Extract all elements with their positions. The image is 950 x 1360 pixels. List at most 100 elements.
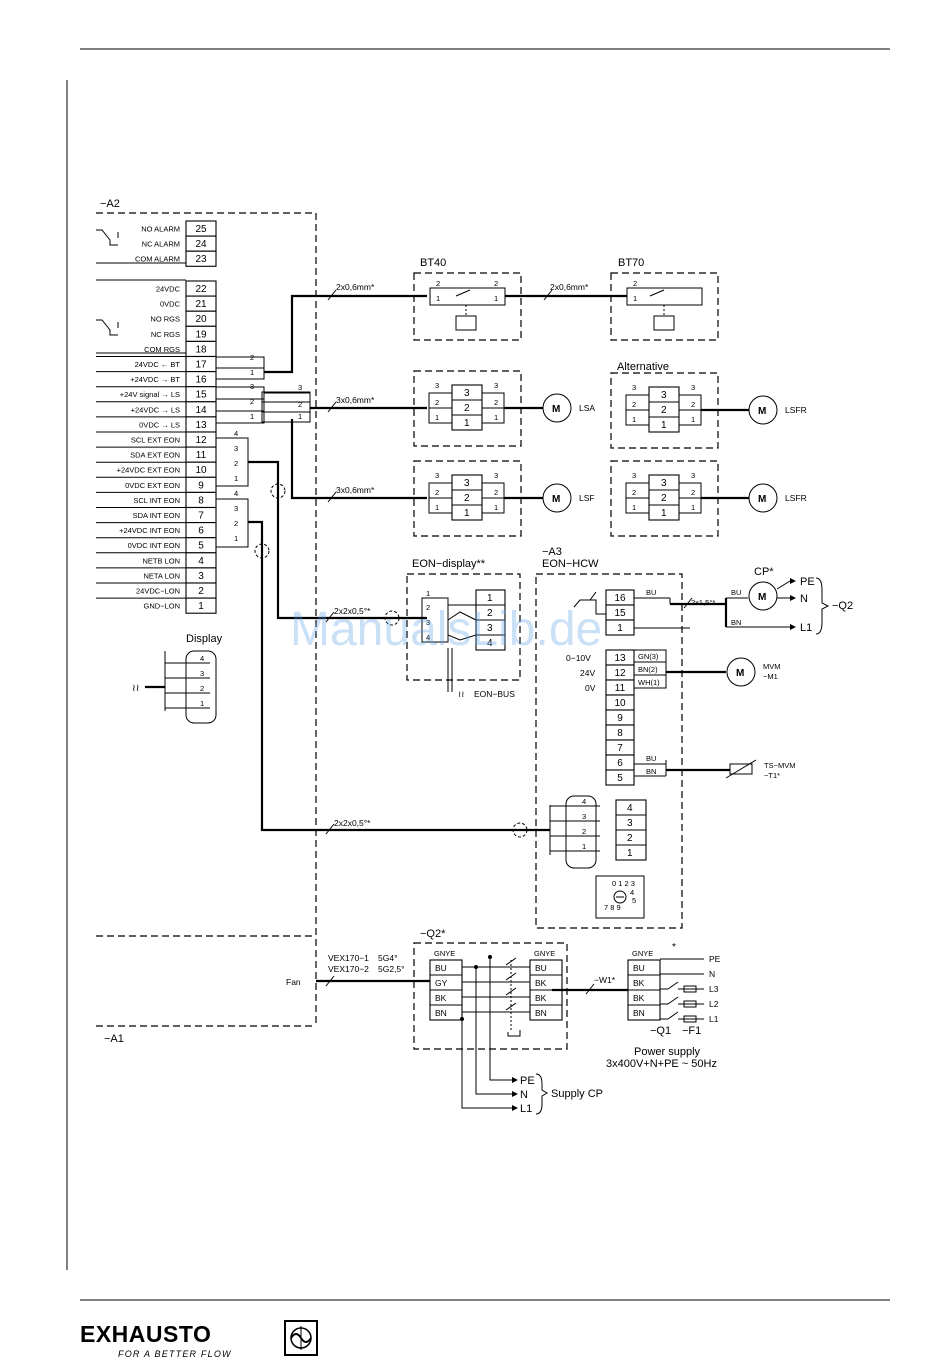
cable-bt40: 2x0,6mm*	[336, 282, 375, 292]
svg-text:2: 2	[633, 279, 637, 288]
svg-text:2: 2	[627, 833, 633, 844]
a2-wiring: 2x0,6mm* 3x0,6mm* 3x0,6mm* 2x2x0,5°* 2x2…	[248, 282, 550, 838]
terminal-number: 10	[195, 465, 207, 476]
q2-wire-bu: BU	[535, 963, 547, 973]
terminal-label: NO ALARM	[141, 225, 180, 234]
svg-text:3: 3	[464, 388, 470, 399]
q2-wire-bk: BK	[435, 993, 447, 1003]
alternative-label: Alternative	[617, 361, 669, 373]
terminal-label: NETB LON	[142, 556, 180, 565]
svg-text:1: 1	[582, 842, 586, 851]
svg-text:1: 1	[494, 294, 498, 303]
rgs-relay-icon	[96, 319, 186, 354]
q2-wire-bn: BN	[535, 1008, 547, 1018]
motor-icon	[748, 395, 778, 425]
svg-text:3: 3	[487, 623, 493, 634]
terminal-23	[185, 250, 217, 267]
cp-q2-label: −Q2	[832, 600, 853, 612]
svg-text:7 8 9: 7 8 9	[604, 903, 621, 912]
ps-pe: PE	[709, 954, 721, 964]
ps-l1: L1	[709, 1014, 719, 1024]
hcw-terminal-number: 13	[614, 653, 626, 664]
motor-letter: M	[758, 406, 766, 417]
svg-text:2: 2	[200, 684, 204, 693]
svg-text:1: 1	[435, 503, 439, 512]
ps-wire-bk: BK	[633, 978, 645, 988]
hcw-terminal-number: 7	[617, 743, 623, 754]
exhausto-logo: EXHAUSTO FOR A BETTER FLOW	[80, 1320, 318, 1359]
svg-text:3: 3	[494, 381, 498, 390]
terminal-number: 15	[195, 390, 207, 401]
hcw-terminal-number: 12	[614, 668, 626, 679]
terminal-label: +24VDC → BT	[130, 375, 180, 384]
q2-wire-bn: BN	[435, 1008, 447, 1018]
a2-label: −A2	[100, 198, 120, 210]
brand-name: EXHAUSTO	[80, 1321, 211, 1347]
supply-pe: PE	[520, 1075, 535, 1087]
terminal-label: 0VDC → LS	[139, 420, 180, 429]
a2-wire-connectors: 321	[215, 356, 311, 548]
svg-text:≀≀: ≀≀	[132, 683, 140, 694]
address-rotary-switch	[595, 875, 645, 919]
svg-text:3: 3	[582, 812, 586, 821]
display-label: Display	[186, 633, 223, 645]
hcw-terminal-number: 5	[617, 773, 623, 784]
mvm-motor-icon	[726, 657, 756, 687]
terminal-number: 11	[196, 450, 207, 461]
ts-mvm-label: TS−MVM	[764, 761, 795, 770]
svg-text:1: 1	[426, 589, 430, 598]
terminal-number: 20	[195, 314, 207, 325]
svg-text:1: 1	[691, 415, 695, 424]
svg-text:3: 3	[632, 471, 636, 480]
svg-text:1: 1	[298, 412, 302, 421]
svg-text:3: 3	[632, 383, 636, 392]
svg-text:3: 3	[661, 478, 667, 489]
label-0v: 0V	[585, 683, 596, 693]
q1-label: −Q1	[650, 1025, 671, 1037]
svg-text:1: 1	[250, 368, 254, 377]
svg-text:3: 3	[426, 618, 430, 627]
hcw-terminal-number: 16	[614, 593, 626, 604]
cable-bt70: 2x0,6mm*	[550, 282, 589, 292]
svg-text:1: 1	[436, 294, 440, 303]
svg-text:3: 3	[661, 390, 667, 401]
svg-text:1: 1	[464, 418, 470, 429]
svg-text:2: 2	[494, 488, 498, 497]
eon-display-unit: EON−display** 12 34 12 34 ≀≀ EON−BUS	[406, 558, 521, 699]
svg-text:2: 2	[494, 398, 498, 407]
vex1-cable: 5G4°	[378, 953, 397, 963]
mvm-motor-letter: M	[736, 668, 744, 679]
svg-text:2: 2	[487, 608, 493, 619]
svg-text:2: 2	[661, 493, 667, 504]
svg-text:5: 5	[632, 896, 636, 905]
ps-wire-bn: BN	[633, 1008, 645, 1018]
bt70-label: BT70	[618, 257, 644, 269]
svg-text:1: 1	[494, 503, 498, 512]
terminal-label: NETA LON	[143, 571, 180, 580]
svg-text:4: 4	[582, 797, 586, 806]
hcw-terminal-number: 11	[615, 683, 626, 694]
cp-l1: L1	[800, 622, 812, 634]
ps-l3: L3	[709, 984, 719, 994]
svg-text:2: 2	[691, 488, 695, 497]
terminal-number: 2	[198, 586, 204, 597]
svg-text:1: 1	[633, 294, 637, 303]
svg-text:2: 2	[436, 279, 440, 288]
ps-wire-bu: BU	[633, 963, 645, 973]
terminal-label: 0VDC INT EON	[128, 541, 180, 550]
display-connector: Display 43 21 ≀≀	[132, 633, 223, 724]
ps-wire-bk: BK	[633, 993, 645, 1003]
terminal-label: SDA INT EON	[133, 511, 180, 520]
ps-n: N	[709, 969, 715, 979]
terminal-number: 8	[198, 495, 204, 506]
power-supply-label: Power supply	[634, 1046, 701, 1058]
terminal-label: +24VDC INT EON	[119, 526, 180, 535]
motor-icon	[542, 393, 572, 423]
terminal-label: 24VDC ← BT	[135, 360, 181, 369]
terminal-label: +24VDC → LS	[131, 405, 180, 414]
hcw-terminal-number: 15	[614, 608, 626, 619]
